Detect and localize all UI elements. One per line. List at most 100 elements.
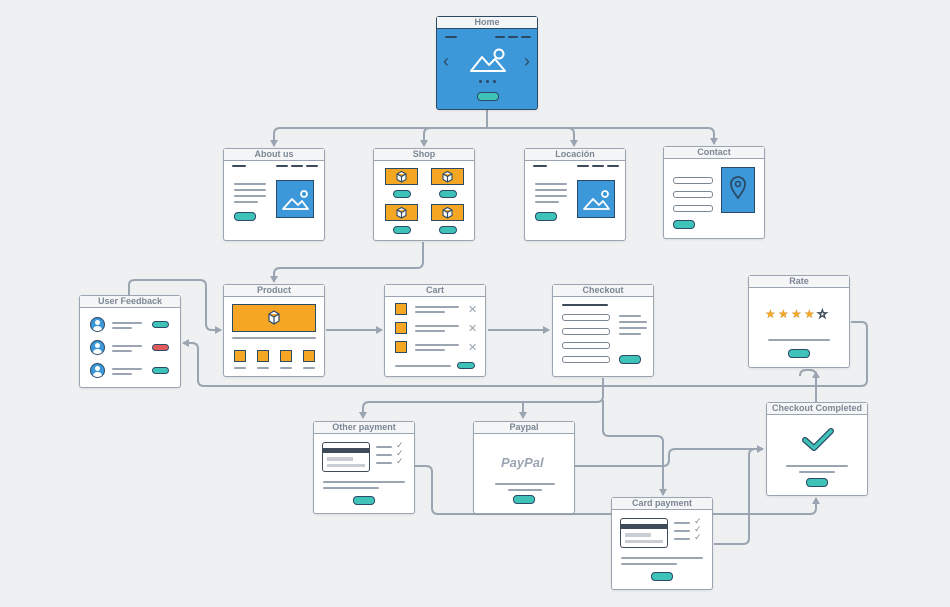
image-icon [583,190,610,210]
screen-title: Contact [664,147,764,159]
screen-about-us[interactable]: About us [223,148,325,241]
screen-card-payment[interactable]: Card payment ✓ ✓ ✓ [611,497,713,590]
pay-button[interactable] [651,572,673,581]
product-tile[interactable] [431,168,464,185]
screen-paypal[interactable]: Paypal PayPal [473,421,575,514]
cart-item-thumb [395,303,407,315]
credit-card-icon [322,442,370,472]
input-field[interactable] [562,356,610,363]
check-icon: ✓ [396,440,404,450]
screen-title: Locación [525,149,625,161]
screen-user-feedback[interactable]: User Feedback [79,295,181,388]
cart-item-thumb [395,322,407,334]
remove-icon[interactable]: ✕ [468,304,478,316]
product-hero [232,304,316,332]
screen-title: Card payment [612,498,712,510]
screen-title: Checkout [553,285,653,297]
screen-title: Product [224,285,324,297]
status-pill[interactable] [152,367,169,374]
check-icon: ✓ [396,448,404,458]
screen-checkout[interactable]: Checkout [552,284,654,377]
checkmark-icon [802,428,834,451]
email-field[interactable] [673,191,713,198]
thumbnail[interactable] [303,350,315,362]
remove-icon[interactable]: ✕ [468,323,478,335]
add-button[interactable] [439,190,457,198]
paypal-logo: PayPal [501,455,544,470]
cta-button[interactable] [535,212,557,221]
star-icon[interactable]: ★ [778,307,789,321]
star-icon[interactable]: ★ [765,307,776,321]
product-tile[interactable] [431,204,464,221]
input-field[interactable] [562,314,610,321]
check-icon: ✓ [694,532,702,542]
check-icon: ✓ [396,456,404,466]
thumbnail[interactable] [234,350,246,362]
map-placeholder [721,167,755,213]
screen-location[interactable]: Locación [524,148,626,241]
image-icon [470,48,506,72]
credit-card-icon [620,518,668,548]
chevron-right-icon[interactable]: › [524,51,530,71]
check-icon: ✓ [694,524,702,534]
screen-contact[interactable]: Contact [663,146,765,239]
star-icon[interactable]: ★ [791,307,802,321]
box-icon [396,170,407,183]
cta-button[interactable] [234,212,256,221]
name-field[interactable] [673,177,713,184]
done-button[interactable] [806,478,828,487]
thumbnail[interactable] [280,350,292,362]
cta-button[interactable] [477,92,499,101]
box-icon [442,170,453,183]
status-pill[interactable] [152,344,169,351]
product-tile[interactable] [385,204,418,221]
screen-title: Cart [385,285,485,297]
screen-rate[interactable]: Rate ★ ★ ★ ★ ☆ [748,275,850,368]
screen-other-payment[interactable]: Other payment ✓ ✓ ✓ [313,421,415,514]
screen-title: About us [224,149,324,161]
star-icon[interactable]: ★ [804,307,815,321]
input-field[interactable] [562,342,610,349]
box-icon [268,310,280,325]
screen-product[interactable]: Product [223,284,325,377]
status-pill[interactable] [152,321,169,328]
screen-checkout-completed[interactable]: Checkout Completed [766,402,868,496]
screen-title: Checkout Completed [767,403,867,415]
avatar [90,340,105,355]
screen-title: Other payment [314,422,414,434]
submit-button[interactable] [788,349,810,358]
message-field[interactable] [673,205,713,212]
location-pin-icon [730,176,746,200]
star-empty-icon[interactable]: ☆ [817,307,829,321]
screen-title: Shop [374,149,474,161]
screen-title: Home [437,17,537,29]
pay-button[interactable] [353,496,375,505]
screen-cart[interactable]: Cart ✕ ✕ ✕ [384,284,486,377]
avatar [90,363,105,378]
send-button[interactable] [673,220,695,229]
add-button[interactable] [393,226,411,234]
carousel-dots[interactable] [479,80,497,83]
image-icon [282,190,309,210]
thumbnail[interactable] [257,350,269,362]
screen-title: Rate [749,276,849,288]
check-icon: ✓ [694,516,702,526]
cart-item-thumb [395,341,407,353]
product-tile[interactable] [385,168,418,185]
add-button[interactable] [393,190,411,198]
avatar [90,317,105,332]
pay-button[interactable] [619,355,641,364]
image-placeholder [276,180,314,218]
screen-title: Paypal [474,422,574,434]
add-button[interactable] [439,226,457,234]
pay-button[interactable] [513,495,535,504]
remove-icon[interactable]: ✕ [468,342,478,354]
screen-shop[interactable]: Shop [373,148,475,241]
screen-home[interactable]: Home ‹ › [436,16,538,110]
input-field[interactable] [562,328,610,335]
box-icon [396,206,407,219]
chevron-left-icon[interactable]: ‹ [443,51,449,71]
map-image-placeholder [577,180,615,218]
checkout-button[interactable] [457,362,475,369]
